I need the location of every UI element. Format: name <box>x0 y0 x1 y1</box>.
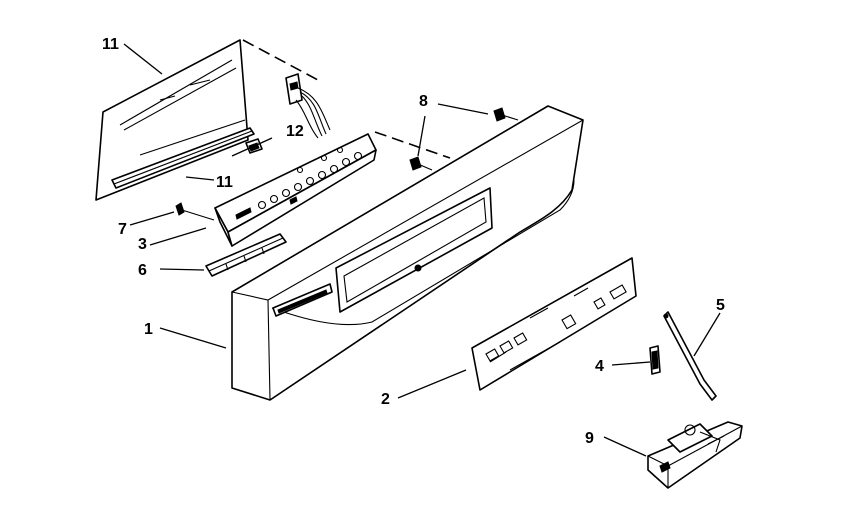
door-latch-assembly[interactable] <box>647 421 743 489</box>
callout-4: 4 <box>595 358 604 375</box>
leader-lines <box>123 43 721 457</box>
callout-3: 3 <box>138 236 147 253</box>
channel-strip[interactable] <box>111 127 255 189</box>
screw-7[interactable] <box>175 202 215 221</box>
callout-10: 11 <box>102 36 119 53</box>
control-overlay[interactable] <box>471 257 637 391</box>
support-bracket[interactable] <box>205 233 287 277</box>
callout-9: 9 <box>585 430 594 447</box>
door-latch-rod[interactable] <box>663 311 717 401</box>
callout-7: 7 <box>118 221 127 238</box>
assembly-guide-line <box>374 131 451 159</box>
screws-8[interactable] <box>409 107 519 171</box>
latch-handle[interactable] <box>649 345 661 375</box>
callout-12: 12 <box>286 123 304 140</box>
electronic-control-board[interactable] <box>214 133 377 247</box>
callout-11: 11 <box>216 174 233 191</box>
callout-6: 6 <box>138 262 147 279</box>
shield-panel[interactable] <box>95 39 249 201</box>
callout-1: 1 <box>144 321 153 338</box>
assembly-guide-line <box>242 39 319 81</box>
callout-2: 2 <box>381 391 390 408</box>
control-panel[interactable] <box>231 105 584 401</box>
callout-8: 8 <box>419 93 428 110</box>
wire-harness[interactable] <box>285 73 331 139</box>
callout-5: 5 <box>716 297 725 314</box>
